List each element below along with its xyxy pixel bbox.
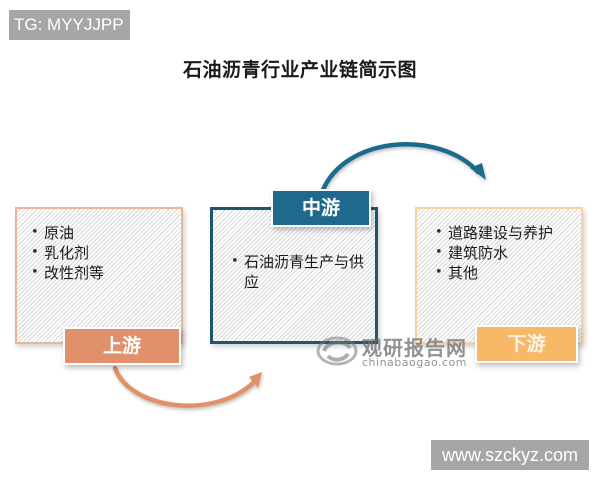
watermark-tag-bottom: www.szckyz.com: [431, 440, 589, 470]
downstream-items: 道路建设与养护 建筑防水 其他: [435, 223, 553, 283]
downstream-label: 下游: [475, 325, 578, 363]
watermark-tag-top: TG: MYYJJPP: [9, 10, 130, 40]
upstream-items: 原油 乳化剂 改性剂等: [31, 223, 104, 283]
arrow-upstream-to-midstream: [112, 365, 262, 408]
upstream-box: 原油 乳化剂 改性剂等: [15, 207, 183, 344]
downstream-item: 道路建设与养护: [435, 223, 553, 243]
downstream-box: 道路建设与养护 建筑防水 其他: [415, 207, 583, 344]
downstream-item: 其他: [435, 263, 553, 283]
source-watermark: 观研报告网 chinabaogao.com: [316, 332, 486, 372]
watermark-url-text: chinabaogao.com: [362, 356, 467, 369]
arrow-midstream-to-downstream: [319, 142, 486, 195]
watermark-cn-text: 观研报告网: [362, 336, 467, 360]
downstream-item: 建筑防水: [435, 243, 553, 263]
upstream-item: 乳化剂: [31, 243, 104, 263]
upstream-label: 上游: [63, 327, 181, 365]
midstream-items: 石油沥青生产与供应: [231, 252, 371, 292]
midstream-item: 石油沥青生产与供应: [231, 252, 371, 292]
midstream-label: 中游: [271, 189, 371, 227]
chinabaogao-logo-icon: [316, 336, 358, 366]
diagram-title: 石油沥青行业产业链简示图: [182, 59, 417, 81]
upstream-item: 原油: [31, 223, 104, 243]
midstream-box: 石油沥青生产与供应: [210, 207, 378, 344]
upstream-item: 改性剂等: [31, 263, 104, 283]
